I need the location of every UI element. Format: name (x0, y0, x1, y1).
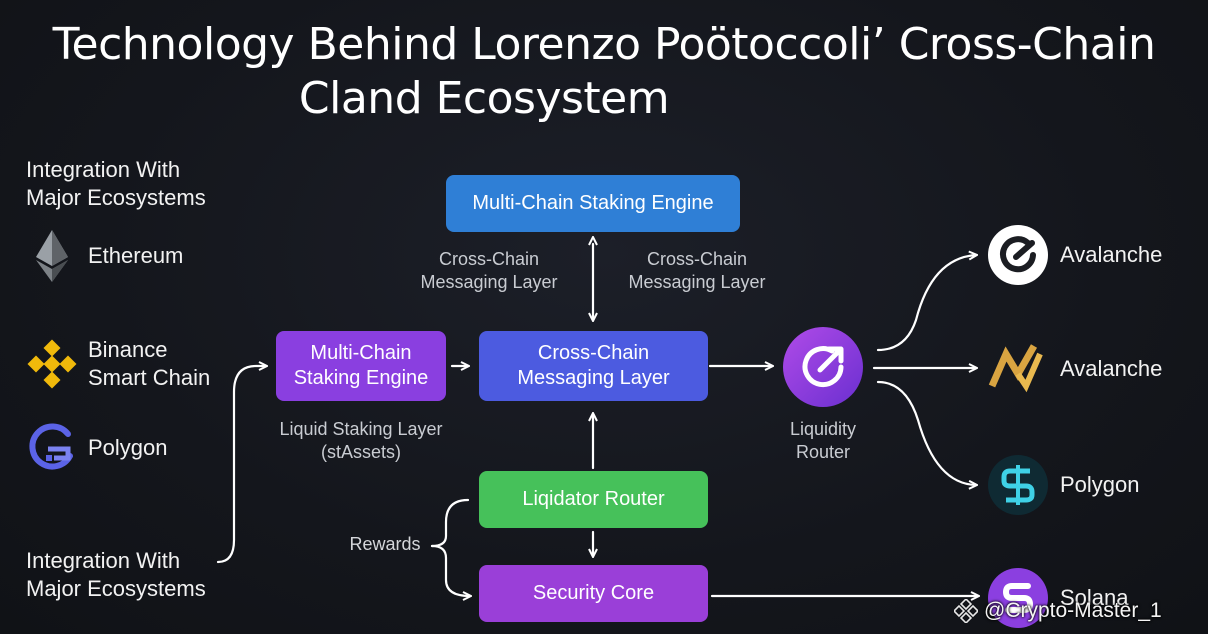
arrow-router-to-polygon (876, 380, 976, 485)
polygon-s-icon (988, 455, 1048, 515)
rewards-bracket-top (430, 498, 470, 548)
liquid-staking-caption: Liquid Staking Layer(stAssets) (279, 419, 443, 462)
binance-icon (27, 339, 77, 389)
refresh-arrow-icon[interactable] (782, 326, 864, 408)
liqidator-router-box[interactable]: Liqidator Router (479, 471, 708, 528)
binance-square-icon (954, 599, 978, 623)
page-title-line-2: Cland Ecosystem (298, 73, 670, 124)
multi-chain-staking-engine-top[interactable]: Multi-Chain Staking Engine (446, 175, 740, 232)
rewards-bracket-bottom (430, 544, 470, 596)
watermark: @Crypto-Master_1 (984, 599, 1162, 622)
arrow-router-to-avalanche-1 (876, 255, 976, 352)
avalanche-circle-icon (988, 225, 1048, 285)
page-title-line-1: Technology Behind Lorenzo Poötoccoli’ Cr… (52, 19, 1156, 70)
chain-label-ethereum: Ethereum (88, 243, 184, 268)
destination-label-avalanche-2: Avalanche (1060, 356, 1163, 381)
polygon-g-icon (29, 423, 73, 470)
avalanche-zigzag-icon (988, 344, 1043, 393)
destination-label-polygon: Polygon (1060, 472, 1140, 497)
arrow-integration-to-staking (216, 366, 266, 564)
destination-label-solana: Solana (1060, 585, 1129, 610)
security-core-box[interactable]: Security Core (479, 565, 708, 622)
solana-s-icon (988, 568, 1048, 628)
destination-label-avalanche-1: Avalanche (1060, 242, 1163, 267)
ethereum-icon (36, 230, 68, 282)
rewards-caption: Rewards (349, 534, 421, 554)
chain-label-polygon: Polygon (88, 435, 168, 460)
